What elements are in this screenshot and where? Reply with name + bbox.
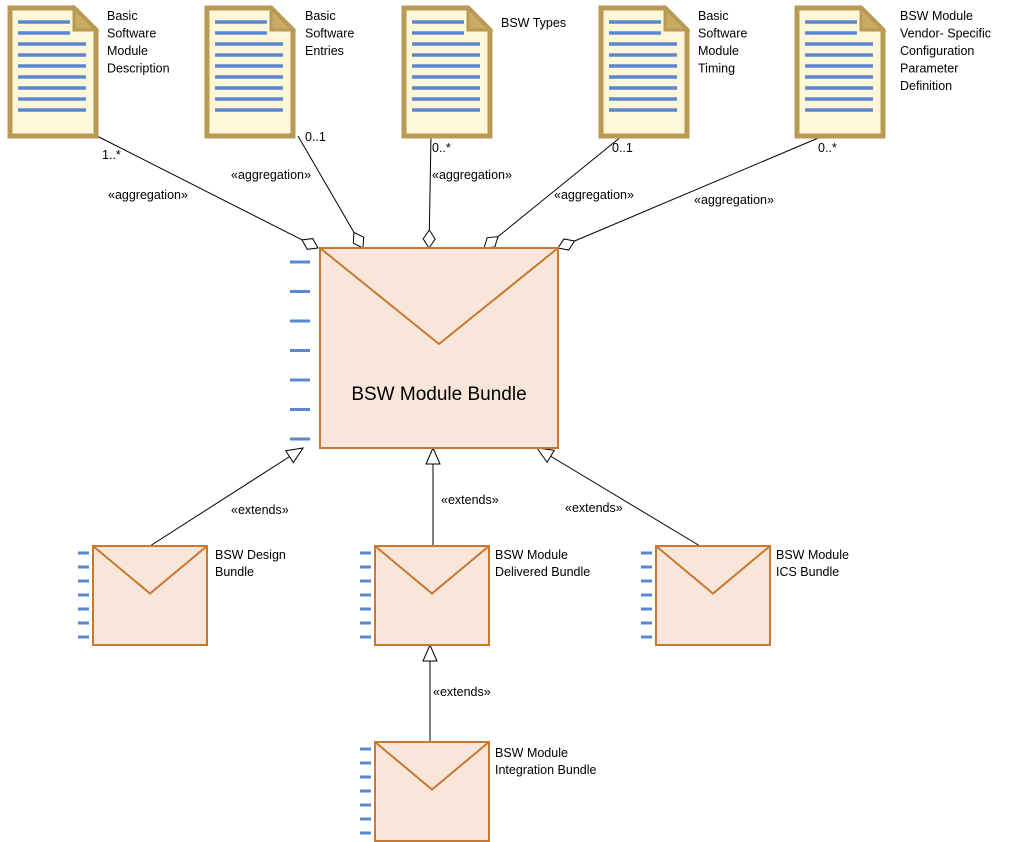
aggregation-label: «aggregation» [231, 168, 311, 182]
document-label: Module [107, 44, 148, 58]
document-label: Definition [900, 79, 952, 93]
aggregation-line [497, 135, 623, 238]
extends-connector [149, 447, 305, 547]
connectors-layer [96, 135, 824, 742]
sub-bundle-ics [641, 545, 771, 646]
extends-arrowhead-icon [535, 447, 556, 464]
sub-bundle-label: ICS Bundle [776, 565, 839, 579]
aggregation-connector [96, 135, 319, 250]
extends-arrowhead-icon [425, 446, 441, 465]
document-page-icon [204, 5, 296, 139]
sub-bundle-label: Delivered Bundle [495, 565, 590, 579]
document-label: Vendor- Specific [900, 27, 991, 41]
aggregation-diamond-icon [352, 231, 365, 249]
shapes-layer [7, 4, 887, 842]
aggregation-diamond-icon [422, 229, 436, 249]
extends-label: «extends» [441, 493, 499, 507]
aggregation-diamond-icon [301, 238, 319, 250]
document-label: Description [107, 62, 170, 76]
document-label: Parameter [900, 62, 958, 76]
document-page-icon [401, 5, 493, 139]
sub-bundle-label: Integration Bundle [495, 763, 597, 777]
document-label: Software [107, 27, 156, 41]
document-label: Software [305, 27, 354, 41]
envelope-flap-icon [92, 545, 208, 595]
extends-connector [535, 447, 701, 547]
aggregation-line [297, 135, 355, 233]
multiplicity-label: 0..1 [612, 141, 633, 155]
document-page-icon [7, 5, 99, 139]
main-bundle-label: BSW Module Bundle [351, 384, 526, 405]
sub-bundle-delivered [360, 545, 490, 646]
aggregation-line [96, 135, 303, 241]
envelope-flap-icon [374, 741, 490, 791]
extends-connector [422, 643, 438, 742]
aggregation-connector [422, 135, 436, 249]
multiplicity-label: 1..* [102, 148, 121, 162]
sub-bundle-label: Bundle [215, 565, 254, 579]
extends-label: «extends» [433, 685, 491, 699]
document-bsw-description [7, 4, 100, 139]
envelope-flap-icon [655, 545, 771, 595]
sub-bundle-design [78, 545, 208, 646]
document-label: BSW Module [900, 9, 973, 23]
aggregation-label: «aggregation» [432, 168, 512, 182]
aggregation-connector [297, 135, 365, 249]
extends-arrowhead-icon [284, 447, 305, 464]
document-label: BSW Types [501, 16, 566, 30]
aggregation-diamond-icon [557, 238, 576, 251]
document-label: Software [698, 27, 747, 41]
document-label: Entries [305, 44, 344, 58]
document-fold-icon [859, 4, 887, 32]
aggregation-label: «aggregation» [694, 193, 774, 207]
aggregation-connector [557, 135, 824, 251]
envelope-flap-icon [374, 545, 490, 595]
bundle-envelope-icon [319, 247, 559, 449]
aggregation-label: «aggregation» [554, 188, 634, 202]
document-fold-icon [663, 4, 691, 32]
document-label: Basic [107, 9, 138, 23]
envelope-flap-icon [319, 247, 559, 346]
document-label: Basic [698, 9, 729, 23]
document-label: Configuration [900, 44, 974, 58]
document-fold-icon [269, 4, 297, 32]
aggregation-line [574, 135, 824, 242]
multiplicity-label: 0..* [818, 141, 837, 155]
document-page-icon [794, 5, 886, 139]
extends-arrowhead-icon [422, 643, 438, 662]
sub-bundle-label: BSW Module [495, 746, 568, 760]
sub-bundle-integration [360, 741, 490, 842]
extends-line [550, 455, 701, 547]
document-bsw-vendor-config [794, 4, 887, 139]
document-label: Timing [698, 62, 735, 76]
sub-bundle-label: BSW Module [495, 548, 568, 562]
document-fold-icon [466, 4, 494, 32]
extends-line [149, 456, 290, 547]
extends-label: «extends» [231, 503, 289, 517]
document-bsw-types [401, 4, 494, 139]
extends-label: «extends» [565, 501, 623, 515]
sub-bundle-label: BSW Module [776, 548, 849, 562]
sub-bundle-label: BSW Design [215, 548, 286, 562]
document-page-icon [598, 5, 690, 139]
document-bsw-timing [598, 4, 691, 139]
aggregation-diamond-icon [483, 236, 499, 249]
document-label: Module [698, 44, 739, 58]
multiplicity-label: 0..1 [305, 130, 326, 144]
document-bsw-entries [204, 4, 297, 139]
multiplicity-label: 0..* [432, 141, 451, 155]
aggregation-label: «aggregation» [108, 188, 188, 202]
document-fold-icon [72, 4, 100, 32]
main-bundle [290, 247, 559, 449]
extends-connector [425, 446, 441, 546]
aggregation-line [428, 135, 432, 231]
document-label: Basic [305, 9, 336, 23]
aggregation-connector [483, 135, 623, 249]
